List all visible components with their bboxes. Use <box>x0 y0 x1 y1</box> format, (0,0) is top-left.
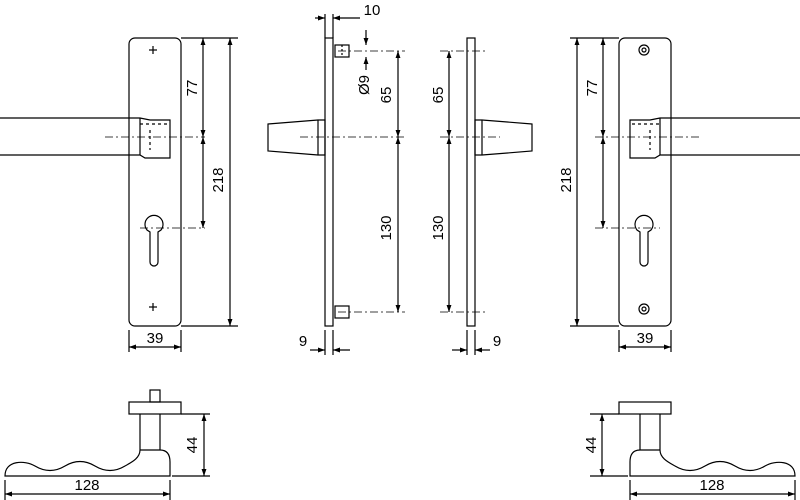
rose-top-view-left <box>128 401 182 415</box>
top-view-left <box>4 389 210 500</box>
dim-top-left-128: 128 <box>74 477 99 494</box>
backplate-left <box>128 37 182 327</box>
dim-top-right-128: 128 <box>699 477 724 494</box>
dim-side-left-65: 65 <box>378 87 395 104</box>
side-plate-left <box>324 37 334 327</box>
dim-front-left-39: 39 <box>147 330 164 347</box>
screw-bottom-left <box>149 303 157 311</box>
front-view-right <box>570 37 800 352</box>
side-lever-right <box>474 119 533 156</box>
side-view-right <box>440 37 533 355</box>
dim-front-right-39: 39 <box>637 330 654 347</box>
spindle-stub-left <box>149 389 161 403</box>
dim-side-left-10: 10 <box>364 2 381 19</box>
dim-side-right-130: 130 <box>430 215 447 240</box>
dim-front-left-218: 218 <box>210 167 227 192</box>
dim-side-left-9: 9 <box>299 333 307 350</box>
lever-right <box>629 117 800 159</box>
screw-top-right <box>638 44 650 56</box>
top-view-right <box>590 401 796 500</box>
lever-top-view-right <box>629 414 796 477</box>
dim-side-right-65: 65 <box>430 87 447 104</box>
dim-front-right-218: 218 <box>558 167 575 192</box>
dim-front-right-77: 77 <box>584 80 601 97</box>
side-lever-left <box>267 119 326 156</box>
front-view-left <box>0 37 238 352</box>
screw-top-left <box>149 46 157 54</box>
side-plate-right <box>466 37 476 327</box>
lever-top-view-left <box>4 414 171 477</box>
dim-front-left-77: 77 <box>184 80 201 97</box>
backplate-right <box>618 37 672 327</box>
side-view-left <box>267 14 405 355</box>
keyhole-right <box>634 214 654 267</box>
dim-side-left-dia9: Ø9 <box>356 75 373 95</box>
rose-top-view-right <box>618 401 672 415</box>
keyhole-left <box>144 214 164 267</box>
dim-side-right-9: 9 <box>493 333 501 350</box>
dim-top-left-44: 44 <box>184 437 201 454</box>
screw-bottom-right <box>638 303 650 315</box>
lever-left <box>0 117 171 159</box>
dim-top-right-44: 44 <box>583 437 600 454</box>
dim-side-left-130: 130 <box>378 215 395 240</box>
